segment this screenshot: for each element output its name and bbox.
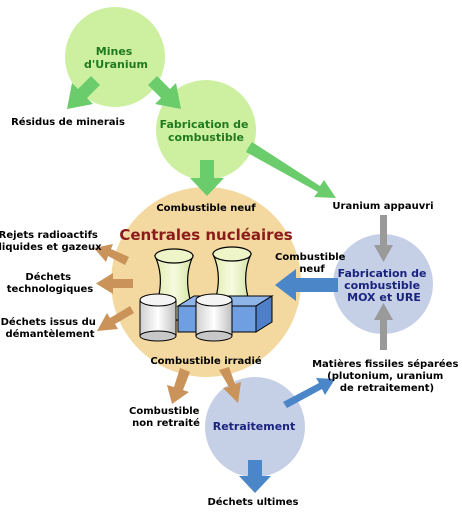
retraitement-node	[205, 377, 305, 477]
dechets-demantelement-label: Déchets issus du démantèlement	[1, 316, 100, 340]
residus-label: Résidus de minerais	[11, 116, 125, 128]
arrow-fabrication-to-uranium-appauvri	[246, 142, 336, 198]
combustible-neuf-mox-label: Combustible neuf	[275, 252, 349, 275]
arrow-retraitement-to-matieres	[283, 378, 335, 408]
arrow-fabrication-to-centrales	[190, 160, 224, 196]
centrales-title: Centrales nucléaires	[119, 226, 292, 244]
mox-title: Fabrication de combustible MOX et URE	[338, 267, 431, 304]
arrow-retraitement-to-dechets	[239, 460, 271, 493]
arrow-centrales-to-dechets-techno	[96, 273, 133, 294]
arrow-centrales-to-rejets	[94, 244, 129, 265]
fabrication-node	[156, 80, 256, 180]
combustible-non-retraite-label: Combustible non retraité	[129, 406, 203, 429]
centrales-node	[111, 187, 301, 377]
arrow-centrales-to-non-retraite	[167, 368, 190, 404]
arrow-mines-to-fabrication	[148, 76, 181, 109]
arrow-matieres-to-mox	[374, 303, 393, 350]
rejets-label: Rejets radioactifs liquides et gazeux	[0, 230, 102, 253]
mines-title: Mines d'Uranium	[84, 45, 148, 71]
combustible-irradie-label: Combustible irradié	[150, 355, 262, 367]
arrow-centrales-to-dechets-demant	[97, 306, 134, 331]
fabrication-title: Fabrication de combustible	[160, 118, 253, 144]
arrow-mines-to-residus	[67, 76, 100, 109]
mox-node	[333, 234, 433, 334]
uranium-appauvri-label: Uranium appauvri	[332, 201, 433, 212]
matieres-fissiles-label: Matières fissiles séparées (plutonium, u…	[312, 358, 462, 394]
retraitement-title: Retraitement	[213, 420, 296, 433]
arrow-uranium-to-mox	[374, 215, 393, 262]
dechets-ultimes-label: Déchets ultimes	[207, 496, 298, 508]
combustible-neuf-label: Combustible neuf	[156, 203, 256, 214]
arrow-mox-to-centrales	[275, 269, 338, 301]
dechets-techno-label: Déchets technologiques	[7, 271, 94, 295]
power-plant-icon	[139, 246, 274, 342]
arrow-centrales-to-retraitement	[219, 367, 241, 403]
